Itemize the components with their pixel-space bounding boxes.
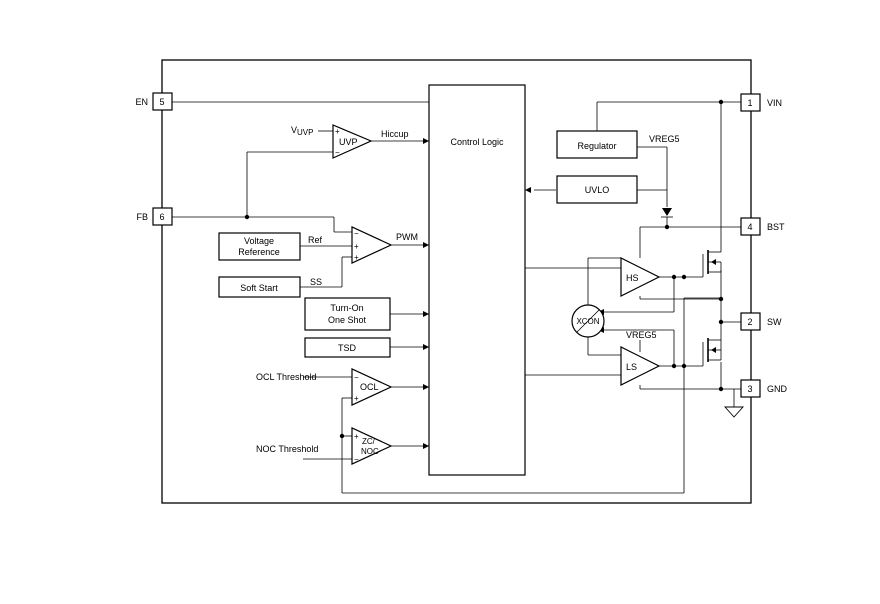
pin-fb: 6 FB <box>136 207 173 226</box>
control-logic-label: Control Logic <box>450 137 504 147</box>
turn-on-label-1: Turn-On <box>330 303 363 313</box>
zc-label-1: ZC/ <box>362 437 376 446</box>
voltage-reference-label-2: Reference <box>238 247 280 257</box>
pin-sw: 2 SW <box>740 312 782 331</box>
ground-symbol-icon <box>723 406 745 418</box>
soft-start-block <box>218 276 301 298</box>
regulator-block <box>556 130 638 159</box>
pin-bst: 4 BST <box>740 217 785 236</box>
pin-vin-number: 1 <box>747 98 752 108</box>
ls-label: LS <box>626 362 637 372</box>
soft-start-label: Soft Start <box>240 283 278 293</box>
hiccup-label: Hiccup <box>381 129 409 139</box>
turn-on-one-shot-block <box>304 297 391 331</box>
turn-on-label-2: One Shot <box>328 315 367 325</box>
pin-en-name: EN <box>135 97 148 107</box>
uvp-minus: − <box>335 148 340 157</box>
ref-label: Ref <box>308 235 323 245</box>
uvp-plus: + <box>335 127 340 136</box>
zc-label-2: NOC <box>361 447 379 456</box>
bootstrap-diode <box>661 208 673 218</box>
pin-fb-name: FB <box>136 212 148 222</box>
pin-fb-number: 6 <box>159 212 164 222</box>
ocl-plus: + <box>354 394 359 403</box>
pin-en: 5 EN <box>135 92 173 111</box>
pwm-minus: − <box>354 229 359 238</box>
pin-vin-name: VIN <box>767 98 782 108</box>
ocl-minus: − <box>354 373 359 382</box>
ls-driver: LS <box>620 346 661 386</box>
ocl-label: OCL <box>360 382 379 392</box>
vreg5-ls-label: VREG5 <box>626 330 657 340</box>
vuvp-label: VUVP <box>291 125 313 137</box>
voltage-reference-label-1: Voltage <box>244 236 274 246</box>
pwm-label: PWM <box>396 232 418 242</box>
pin-bst-number: 4 <box>747 222 752 232</box>
uvp-label: UVP <box>339 137 358 147</box>
pin-vin: 1 VIN <box>740 93 782 112</box>
xcon-block: XCON <box>571 304 605 338</box>
zc-noc-comparator: ZC/ NOC + − <box>351 427 393 465</box>
junction-dots <box>244 99 724 439</box>
hs-label: HS <box>626 273 639 283</box>
vreg5-top-label: VREG5 <box>649 134 680 144</box>
noc-threshold-label: NOC Threshold <box>256 444 318 454</box>
pin-sw-name: SW <box>767 317 782 327</box>
ss-label: SS <box>310 277 322 287</box>
zc-plus: + <box>354 432 359 441</box>
tsd-label: TSD <box>338 343 357 353</box>
voltage-reference-block <box>218 232 301 261</box>
wiring <box>172 101 741 494</box>
low-side-mosfet-icon <box>702 338 722 362</box>
uvlo-block <box>556 175 638 204</box>
pin-gnd-number: 3 <box>747 384 752 394</box>
pin-gnd: 3 GND <box>740 379 788 398</box>
zc-minus: − <box>354 455 359 464</box>
uvp-comparator: UVP + − <box>332 124 373 159</box>
pwm-comparator: − + + <box>351 226 393 264</box>
pin-gnd-name: GND <box>767 384 788 394</box>
tsd-block <box>304 337 391 358</box>
pwm-plus-2: + <box>354 253 359 262</box>
ocl-comparator: OCL − + <box>351 368 393 406</box>
uvlo-label: UVLO <box>585 185 610 195</box>
control-logic-block <box>428 84 526 476</box>
xcon-label: XCON <box>576 317 599 326</box>
regulator-label: Regulator <box>577 141 616 151</box>
pin-en-number: 5 <box>159 97 164 107</box>
pwm-plus-1: + <box>354 242 359 251</box>
pin-sw-number: 2 <box>747 317 752 327</box>
pin-bst-name: BST <box>767 222 785 232</box>
high-side-mosfet-icon <box>702 245 722 274</box>
hs-driver: HS <box>620 257 661 297</box>
ocl-threshold-label: OCL Threshold <box>256 372 317 382</box>
